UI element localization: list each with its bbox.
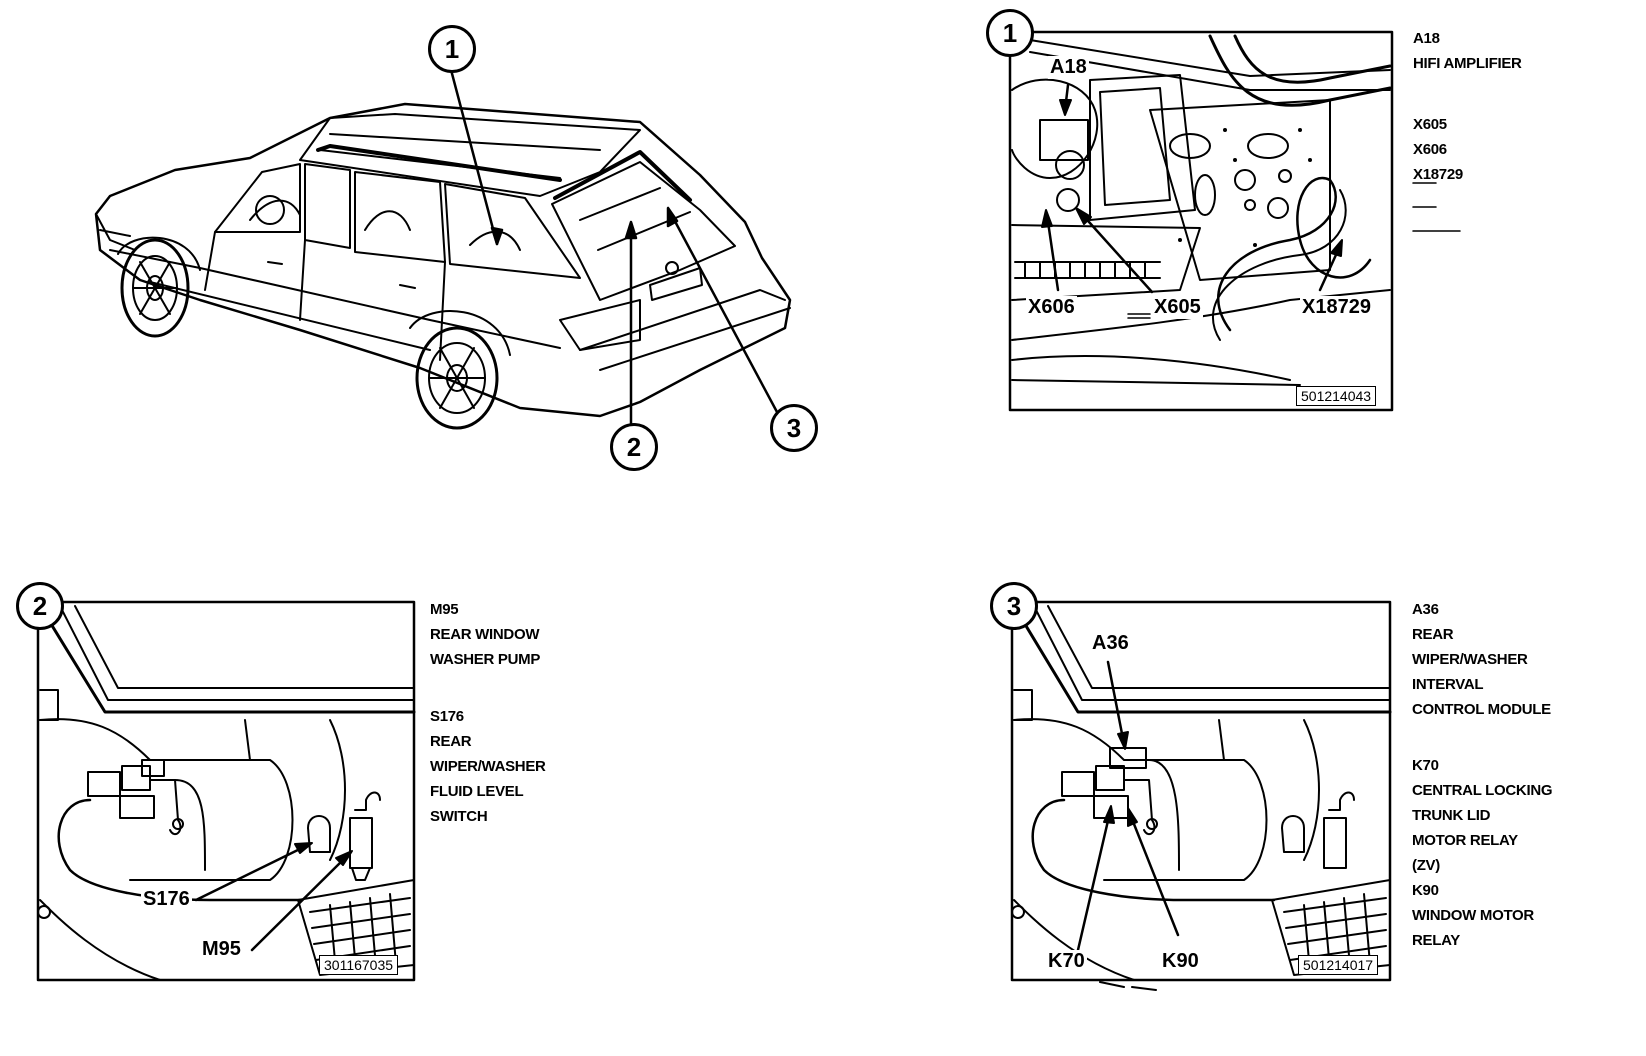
panel-1-callout-x606: X606 (1026, 296, 1077, 319)
legend-s176-code: S176 (430, 708, 464, 725)
overview-callout-2: 2 (610, 423, 658, 471)
overview-callout-3: 3 (770, 404, 818, 452)
panel-1-callout-a18: A18 (1048, 56, 1089, 79)
legend-k90-line1: WINDOW MOTOR (1412, 907, 1534, 924)
panel-3-frame (1010, 600, 1392, 991)
panel-1-badge: 1 (986, 9, 1034, 57)
panel-2-callout-s176: S176 (141, 888, 192, 911)
panel-1-legend-separators (1412, 182, 1461, 232)
legend-k70-line4: (ZV) (1412, 857, 1440, 874)
legend-s176-line1: REAR (430, 733, 472, 750)
legend-k70-line3: MOTOR RELAY (1412, 832, 1518, 849)
panel-3-callout-k90: K90 (1160, 950, 1201, 973)
legend-k70-line1: CENTRAL LOCKING (1412, 782, 1553, 799)
legend-x606: X606 (1413, 141, 1447, 158)
legend-s176-line4: SWITCH (430, 808, 488, 825)
legend-x18729: X18729 (1413, 166, 1463, 183)
legend-m95-line1: REAR WINDOW (430, 626, 540, 643)
legend-k90-code: K90 (1412, 882, 1439, 899)
legend-a36-line3: INTERVAL (1412, 676, 1484, 693)
panel-1-image-code: 501214043 (1296, 386, 1377, 406)
panel-2-legend: M95 REAR WINDOW WASHER PUMP S176 REAR WI… (430, 597, 546, 829)
panel-2-callout-m95: M95 (200, 938, 243, 961)
legend-x605: X605 (1413, 116, 1447, 133)
panel-3-legend: A36 REAR WIPER/WASHER INTERVAL CONTROL M… (1412, 597, 1553, 953)
panel-3-badge: 3 (990, 582, 1038, 630)
legend-m95-line2: WASHER PUMP (430, 651, 541, 668)
legend-a18-code: A18 (1413, 30, 1440, 47)
legend-a18-desc: HIFI AMPLIFIER (1413, 55, 1522, 72)
panel-2-frame (36, 600, 416, 982)
overview-leader-lines (448, 64, 779, 427)
legend-k70-line2: TRUNK LID (1412, 807, 1491, 824)
legend-a36-line2: WIPER/WASHER (1412, 651, 1528, 668)
overview-callout-1: 1 (428, 25, 476, 73)
panel-3-callout-k70: K70 (1046, 950, 1087, 973)
legend-a36-line4: CONTROL MODULE (1412, 701, 1551, 718)
panel-1-dash-mark (1127, 313, 1151, 319)
legend-s176-line3: FLUID LEVEL (430, 783, 524, 800)
legend-a36-line1: REAR (1412, 626, 1454, 643)
panel-3-image-code: 501214017 (1298, 955, 1379, 975)
legend-m95-code: M95 (430, 601, 459, 618)
panel-1-legend: A18 HIFI AMPLIFIER X605 X606 X18729 (1413, 26, 1522, 187)
panel-2-image-code: 301167035 (319, 955, 399, 975)
panel-1-callout-x605: X605 (1152, 296, 1203, 319)
legend-k70-code: K70 (1412, 757, 1439, 774)
legend-a36-code: A36 (1412, 601, 1439, 618)
panel-3-callout-a36: A36 (1090, 632, 1131, 655)
station-wagon-illustration (94, 102, 792, 430)
panel-1-callout-x18729: X18729 (1300, 296, 1373, 319)
panel-2-badge: 2 (16, 582, 64, 630)
panel-1-frame (1008, 30, 1394, 412)
legend-k90-line2: RELAY (1412, 932, 1460, 949)
legend-s176-line2: WIPER/WASHER (430, 758, 546, 775)
